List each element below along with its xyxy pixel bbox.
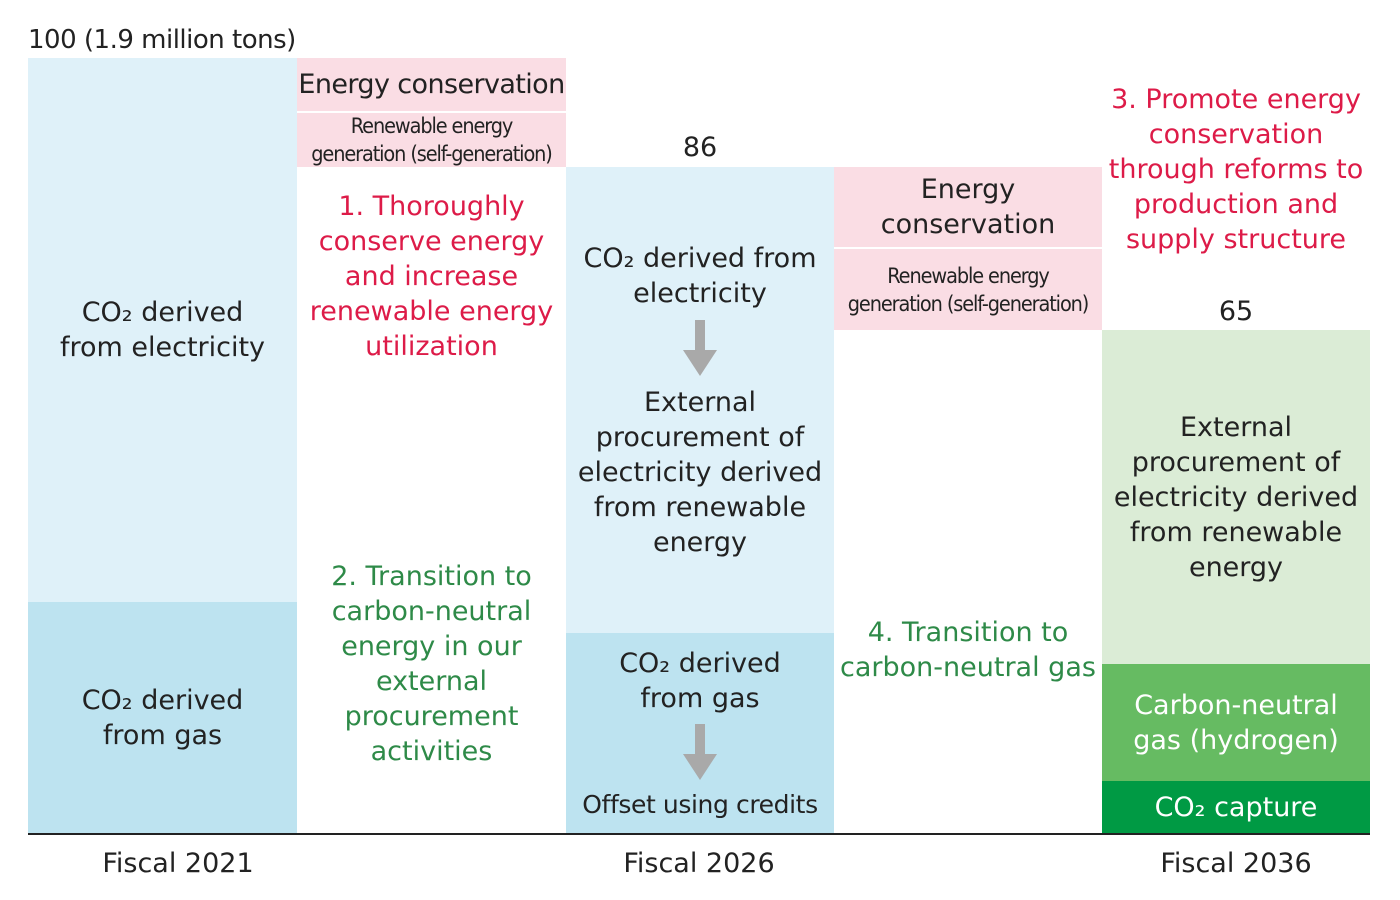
measure-3-text: 3. Promote energy conservation through r… [1108,84,1364,255]
bar-2026-offset-text: Offset using credits [582,790,818,819]
bar-2026-gas-text: CO₂ derived from gas [619,648,781,714]
reduction1-energy-conservation-label: Energy conservation [298,69,565,100]
reduction1-energy-conservation: Energy conservation [297,58,566,111]
bar-2021-gas-label: CO₂ derived from gas [81,684,244,751]
bar-2036-hydrogen: Carbon-neutral gas (hydrogen) [1102,664,1370,781]
arrow-down-icon [683,724,717,780]
measure-3: 3. Promote energy conservation through r… [1102,62,1370,277]
reduction2-divider [834,247,1102,249]
bar-2021-gas: CO₂ derived from gas [28,602,297,833]
bar-2026-electricity-label: CO₂ derived from electricity [566,240,834,312]
bar-2021-electricity: CO₂ derived from electricity [28,58,297,602]
bar-2036-co2-capture-label: CO₂ capture [1154,791,1318,823]
measure-4: 4. Transition to carbon-neutral gas [834,612,1102,688]
bar-2036-external-procurement-label: External procurement of electricity deri… [1113,411,1359,583]
reduction1-renewable-self-gen-label: Renewable energy generation (self-genera… [311,114,553,166]
bar-2026-external-procurement-text: External procurement of electricity deri… [577,386,823,558]
arrow-down-icon [683,320,717,376]
bar-2036-co2-capture: CO₂ capture [1102,781,1370,833]
bar-2021-electricity-label: CO₂ derived from electricity [59,297,266,363]
x-label-fiscal-2036: Fiscal 2036 [1160,847,1312,879]
total-label-2026: 86 [682,131,718,163]
reduction2-energy-conservation: Energy conservation [834,167,1102,247]
bar-2036-hydrogen-label: Carbon-neutral gas (hydrogen) [1133,689,1339,756]
bar-2036-external-procurement: External procurement of electricity deri… [1102,330,1370,664]
bar-2026-electricity [566,167,834,633]
reduction1-renewable-self-gen: Renewable energy generation (self-genera… [297,113,566,167]
bar-2026-electricity-text: CO₂ derived from electricity [583,243,817,309]
measure-2: 2. Transition to carbon-neutral energy i… [297,556,566,771]
bar-2026-offset-label: Offset using credits [560,786,840,824]
x-label-fiscal-2021: Fiscal 2021 [102,847,254,879]
x-label-fiscal-2026: Fiscal 2026 [623,847,775,879]
measure-1: 1. Thoroughly conserve energy and increa… [297,186,566,366]
bar-2026-external-procurement-label: External procurement of electricity deri… [566,382,834,562]
measure-1-text: 1. Thoroughly conserve energy and increa… [309,190,554,362]
total-label-2036: 65 [1218,295,1254,327]
bar-2026-gas-label: CO₂ derived from gas [566,645,834,717]
reduction2-energy-conservation-label: Energy conservation [880,174,1056,240]
x-axis-line [28,833,1370,835]
reduction1-divider [297,111,566,113]
measure-4-text: 4. Transition to carbon-neutral gas [840,617,1096,683]
reduction2-renewable-self-gen-label: Renewable energy generation (self-genera… [847,263,1090,316]
measure-2-text: 2. Transition to carbon-neutral energy i… [331,560,532,767]
reduction2-renewable-self-gen: Renewable energy generation (self-genera… [834,249,1102,330]
total-label-2021: 100 (1.9 million tons) [28,25,296,55]
